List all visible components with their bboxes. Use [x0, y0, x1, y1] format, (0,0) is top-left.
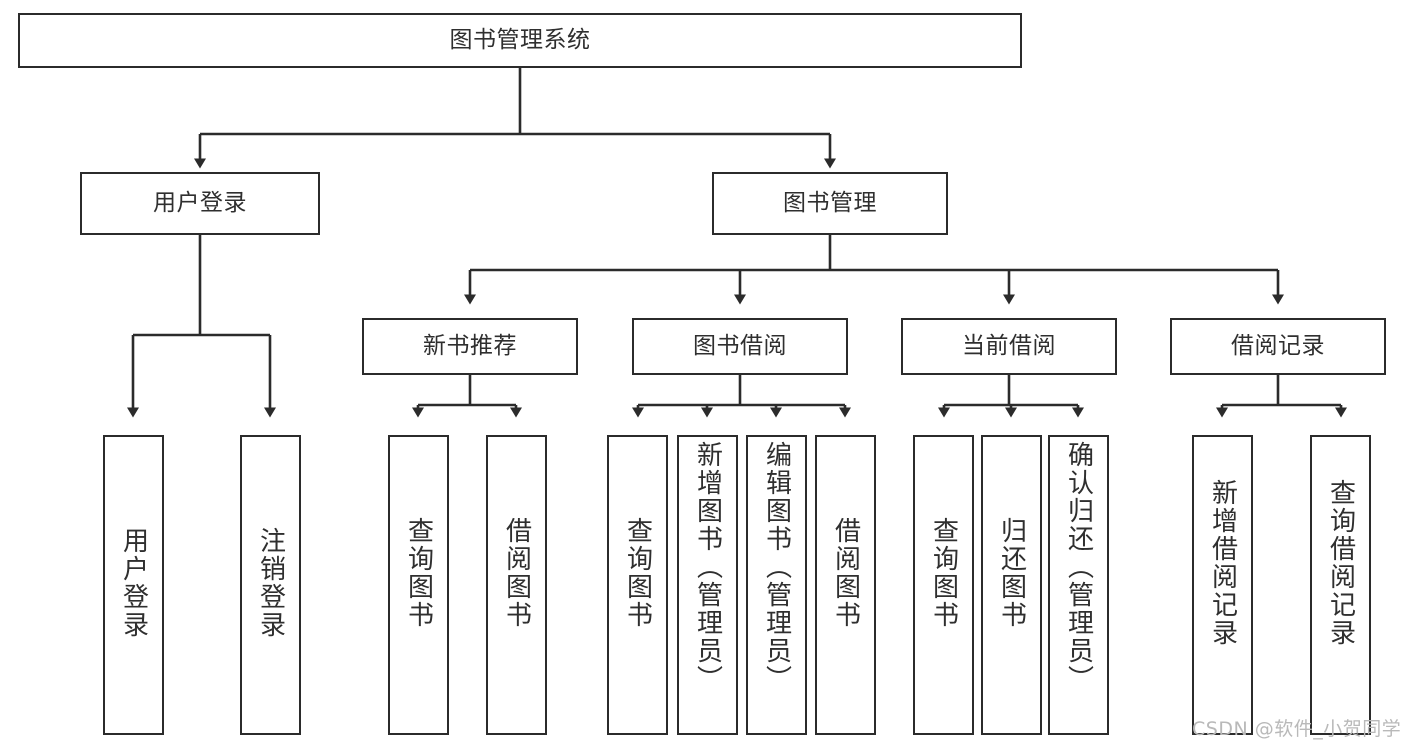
leaf-label: 归还图书	[996, 517, 1027, 629]
node-current-borrow[interactable]: 当前借阅	[901, 318, 1117, 375]
node-label: 图书借阅	[693, 333, 787, 360]
leaf-label: 编辑图书（管理员）	[761, 441, 792, 693]
leaf-label: 用户登录	[118, 527, 149, 639]
leaf-record-query-record[interactable]: 查询借阅记录	[1310, 435, 1371, 735]
leaf-label: 查询图书	[403, 517, 434, 629]
leaf-label: 查询图书	[622, 517, 653, 629]
leaf-label: 查询借阅记录	[1325, 479, 1356, 647]
leaf-borrow-add-book-admin[interactable]: 新增图书（管理员）	[677, 435, 738, 735]
leaf-label: 查询图书	[928, 517, 959, 629]
leaf-new-book-borrow[interactable]: 借阅图书	[486, 435, 547, 735]
node-label: 新书推荐	[423, 333, 517, 360]
leaf-borrow-edit-book-admin[interactable]: 编辑图书（管理员）	[746, 435, 807, 735]
leaf-label: 注销登录	[255, 527, 286, 639]
leaf-current-confirm-return-admin[interactable]: 确认归还（管理员）	[1048, 435, 1109, 735]
leaf-user-login-login[interactable]: 用户登录	[103, 435, 164, 735]
node-label: 用户登录	[153, 190, 247, 217]
node-book-management[interactable]: 图书管理	[712, 172, 948, 235]
node-label: 图书管理	[783, 190, 877, 217]
leaf-label: 新增图书（管理员）	[692, 441, 723, 693]
leaf-label: 借阅图书	[501, 517, 532, 629]
leaf-label: 新增借阅记录	[1207, 479, 1238, 647]
node-new-book-recommend[interactable]: 新书推荐	[362, 318, 578, 375]
leaf-user-login-logout[interactable]: 注销登录	[240, 435, 301, 735]
leaf-label: 借阅图书	[830, 517, 861, 629]
node-root-system[interactable]: 图书管理系统	[18, 13, 1022, 68]
leaf-record-add-record[interactable]: 新增借阅记录	[1192, 435, 1253, 735]
leaf-borrow-query-book[interactable]: 查询图书	[607, 435, 668, 735]
node-user-login[interactable]: 用户登录	[80, 172, 320, 235]
leaf-new-book-query[interactable]: 查询图书	[388, 435, 449, 735]
leaf-borrow-borrow-book[interactable]: 借阅图书	[815, 435, 876, 735]
node-label: 图书管理系统	[449, 27, 591, 54]
leaf-current-query-book[interactable]: 查询图书	[913, 435, 974, 735]
node-label: 当前借阅	[962, 333, 1056, 360]
node-book-borrow[interactable]: 图书借阅	[632, 318, 848, 375]
leaf-current-return-book[interactable]: 归还图书	[981, 435, 1042, 735]
leaf-label: 确认归还（管理员）	[1063, 441, 1094, 693]
node-label: 借阅记录	[1231, 333, 1325, 360]
node-borrow-record[interactable]: 借阅记录	[1170, 318, 1386, 375]
csdn-watermark: CSDN @软件_小贺同学	[1192, 718, 1402, 740]
